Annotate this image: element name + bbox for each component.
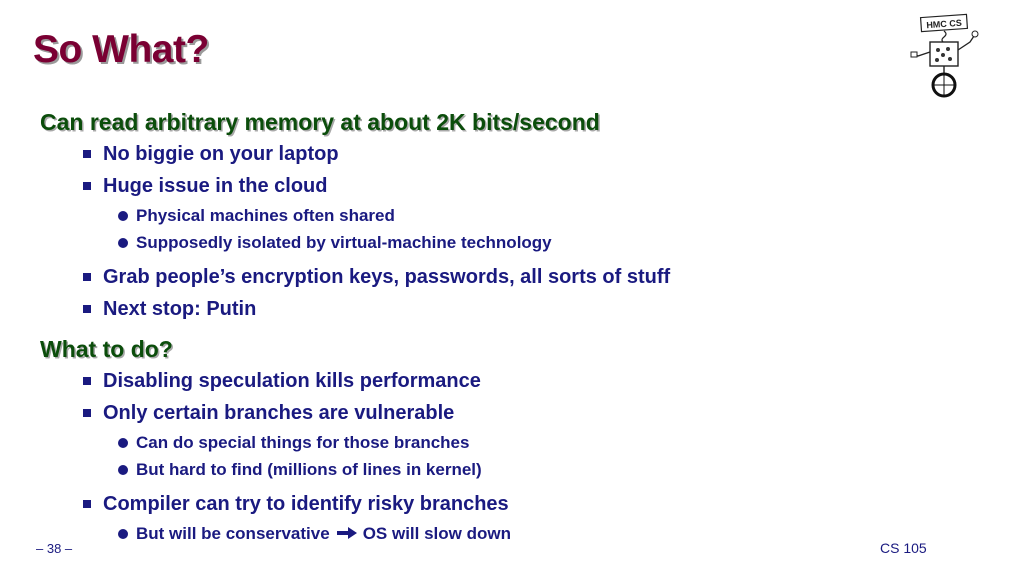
sub-bullet-text: But hard to find (millions of lines in k… [136, 460, 482, 479]
round-bullet-icon [118, 211, 128, 221]
sub-bullet-text: Physical machines often shared [136, 206, 395, 225]
bullet-cloud: Huge issue in the cloud [40, 170, 940, 202]
logo-sign: HMC CS [919, 13, 969, 33]
bullet-compiler: Compiler can try to identify risky branc… [40, 488, 940, 520]
slide-title: So What? [33, 28, 209, 71]
right-arrow-icon [336, 527, 357, 539]
round-bullet-icon [118, 529, 128, 539]
sub-bullet-isolated: Supposedly isolated by virtual-machine t… [40, 229, 940, 256]
square-bullet-icon [83, 273, 91, 281]
sub-bullet-text: Can do special things for those branches [136, 433, 470, 452]
round-bullet-icon [118, 438, 128, 448]
sub-bullet-text: Supposedly isolated by virtual-machine t… [136, 233, 552, 252]
bullet-certain-branches: Only certain branches are vulnerable [40, 397, 940, 429]
bullet-text: Huge issue in the cloud [103, 175, 328, 197]
bullet-keys: Grab people’s encryption keys, passwords… [40, 261, 940, 293]
bullet-text: No biggie on your laptop [103, 143, 339, 165]
bullet-text: Disabling speculation kills performance [103, 370, 481, 392]
sub-bullet-special-things: Can do special things for those branches [40, 429, 940, 456]
round-bullet-icon [118, 238, 128, 248]
square-bullet-icon [83, 305, 91, 313]
square-bullet-icon [83, 182, 91, 190]
square-bullet-icon [83, 500, 91, 508]
sub-bullet-shared: Physical machines often shared [40, 202, 940, 229]
course-label: CS 105 [880, 540, 927, 556]
section-heading-what-to-do: What to do? [40, 336, 173, 362]
bullet-putin: Next stop: Putin [40, 293, 940, 325]
bullet-text: Next stop: Putin [103, 298, 257, 320]
logo-text: HMC CS [926, 18, 962, 30]
sub-bullet-conservative: But will be conservative OS will slow dow… [40, 520, 940, 547]
sub-bullet-text-after: OS will slow down [362, 524, 511, 543]
square-bullet-icon [83, 377, 91, 385]
section-heading-memory: Can read arbitrary memory at about 2K bi… [40, 109, 600, 135]
hmc-cs-logo: HMC CS [910, 13, 979, 98]
bullet-text: Only certain branches are vulnerable [103, 402, 455, 424]
square-bullet-icon [83, 409, 91, 417]
sub-bullet-hard-to-find: But hard to find (millions of lines in k… [40, 456, 940, 483]
page-number: – 38 – [36, 541, 73, 556]
round-bullet-icon [118, 465, 128, 475]
slide-content: Can read arbitrary memory at about 2K bi… [40, 106, 940, 547]
bullet-laptop: No biggie on your laptop [40, 138, 940, 170]
bullet-disable-speculation: Disabling speculation kills performance [40, 365, 940, 397]
sub-bullet-text-before: But will be conservative [136, 524, 330, 543]
square-bullet-icon [83, 150, 91, 158]
bullet-text: Compiler can try to identify risky branc… [103, 493, 509, 515]
bullet-text: Grab people’s encryption keys, passwords… [103, 266, 671, 288]
